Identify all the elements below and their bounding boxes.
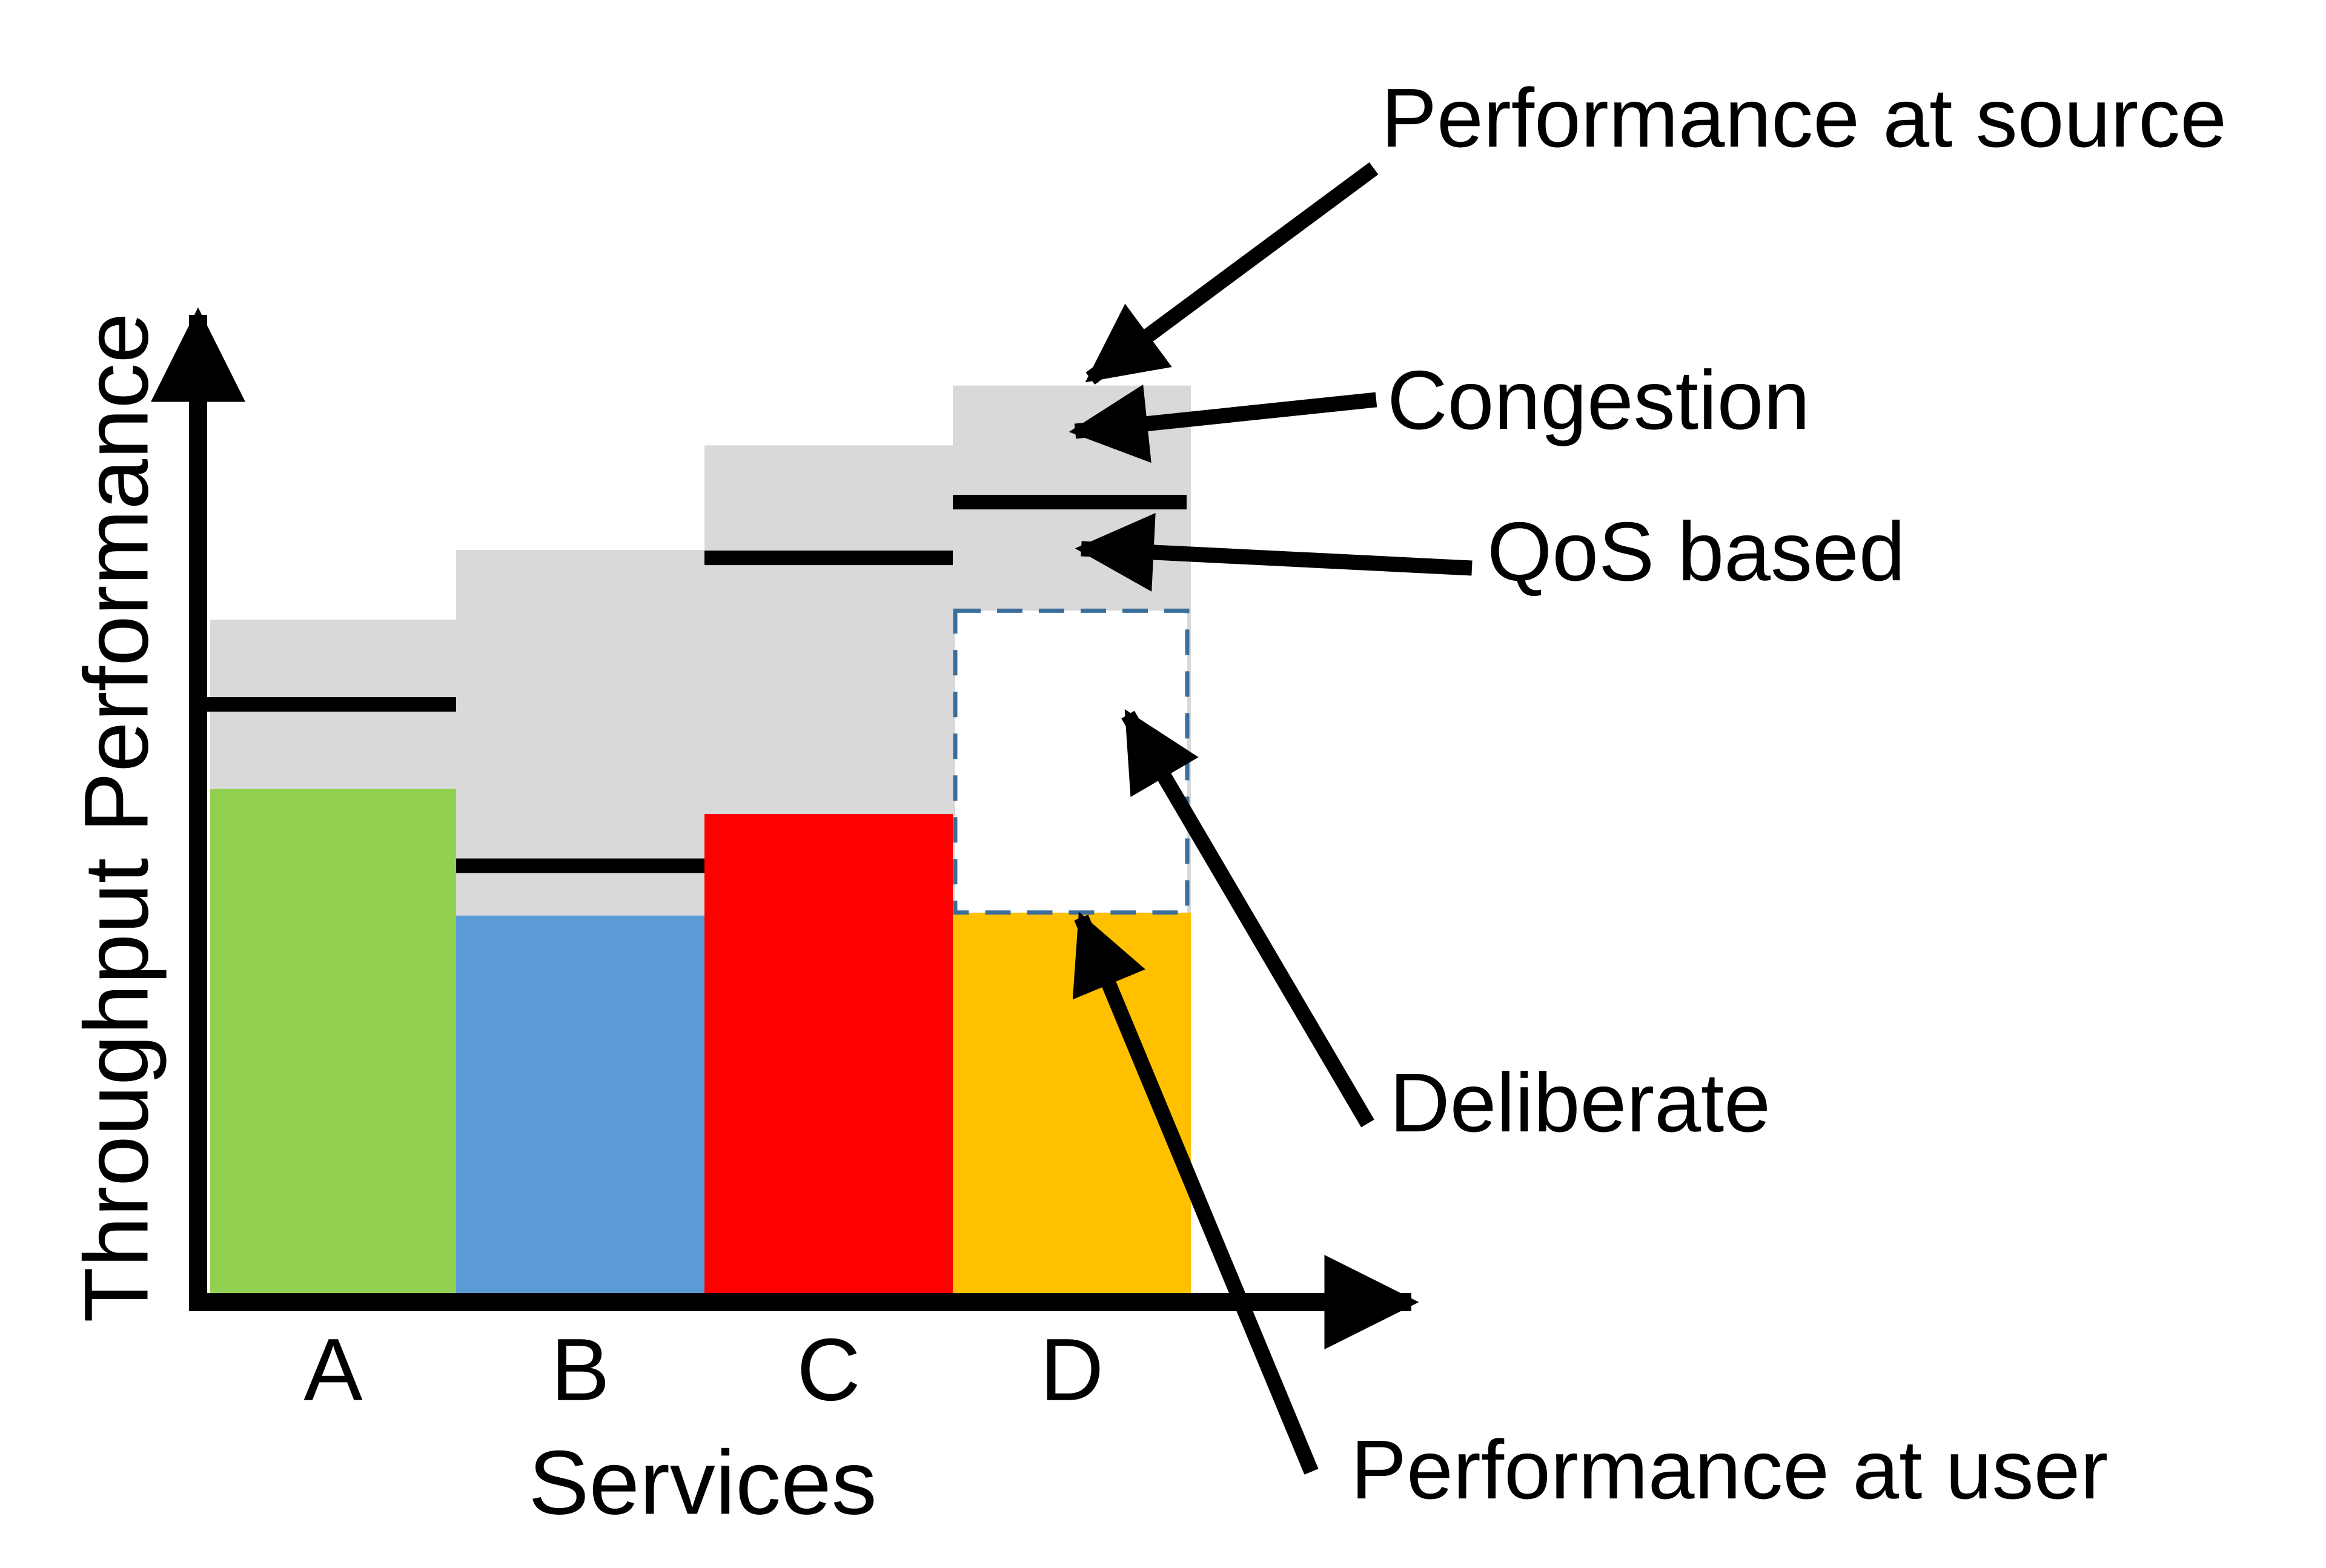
annotation-congestion: Congestion xyxy=(1387,354,1811,448)
deliberate-arrow xyxy=(1121,709,1374,1128)
axes xyxy=(151,307,1419,1349)
bars-layer xyxy=(194,385,1191,1307)
category-label-D: D xyxy=(1039,1320,1104,1419)
category-label-A: A xyxy=(303,1320,363,1419)
user-bar-D xyxy=(953,912,1191,1307)
congestion-arrow xyxy=(1069,384,1377,463)
category-label-B: B xyxy=(551,1320,610,1419)
user-bar-B xyxy=(456,915,704,1307)
category-label-C: C xyxy=(797,1320,861,1419)
performance-at-source-arrow xyxy=(1085,162,1379,385)
annotation-performance-at-source: Performance at source xyxy=(1381,71,2227,165)
performance-at-user-arrow xyxy=(1072,911,1319,1475)
annotation-deliberate: Deliberate xyxy=(1390,1056,1771,1150)
annotation-qos-based: QoS based xyxy=(1487,505,1906,599)
y-axis-title: Throughput Performance xyxy=(65,313,167,1323)
qos-based-arrow xyxy=(1075,513,1473,592)
x-axis-title: Services xyxy=(528,1431,877,1533)
user-bar-A xyxy=(210,789,456,1307)
annotation-arrows xyxy=(1069,162,1473,1475)
user-bar-C xyxy=(704,813,953,1307)
annotation-performance-at-user: Performance at user xyxy=(1351,1423,2109,1517)
